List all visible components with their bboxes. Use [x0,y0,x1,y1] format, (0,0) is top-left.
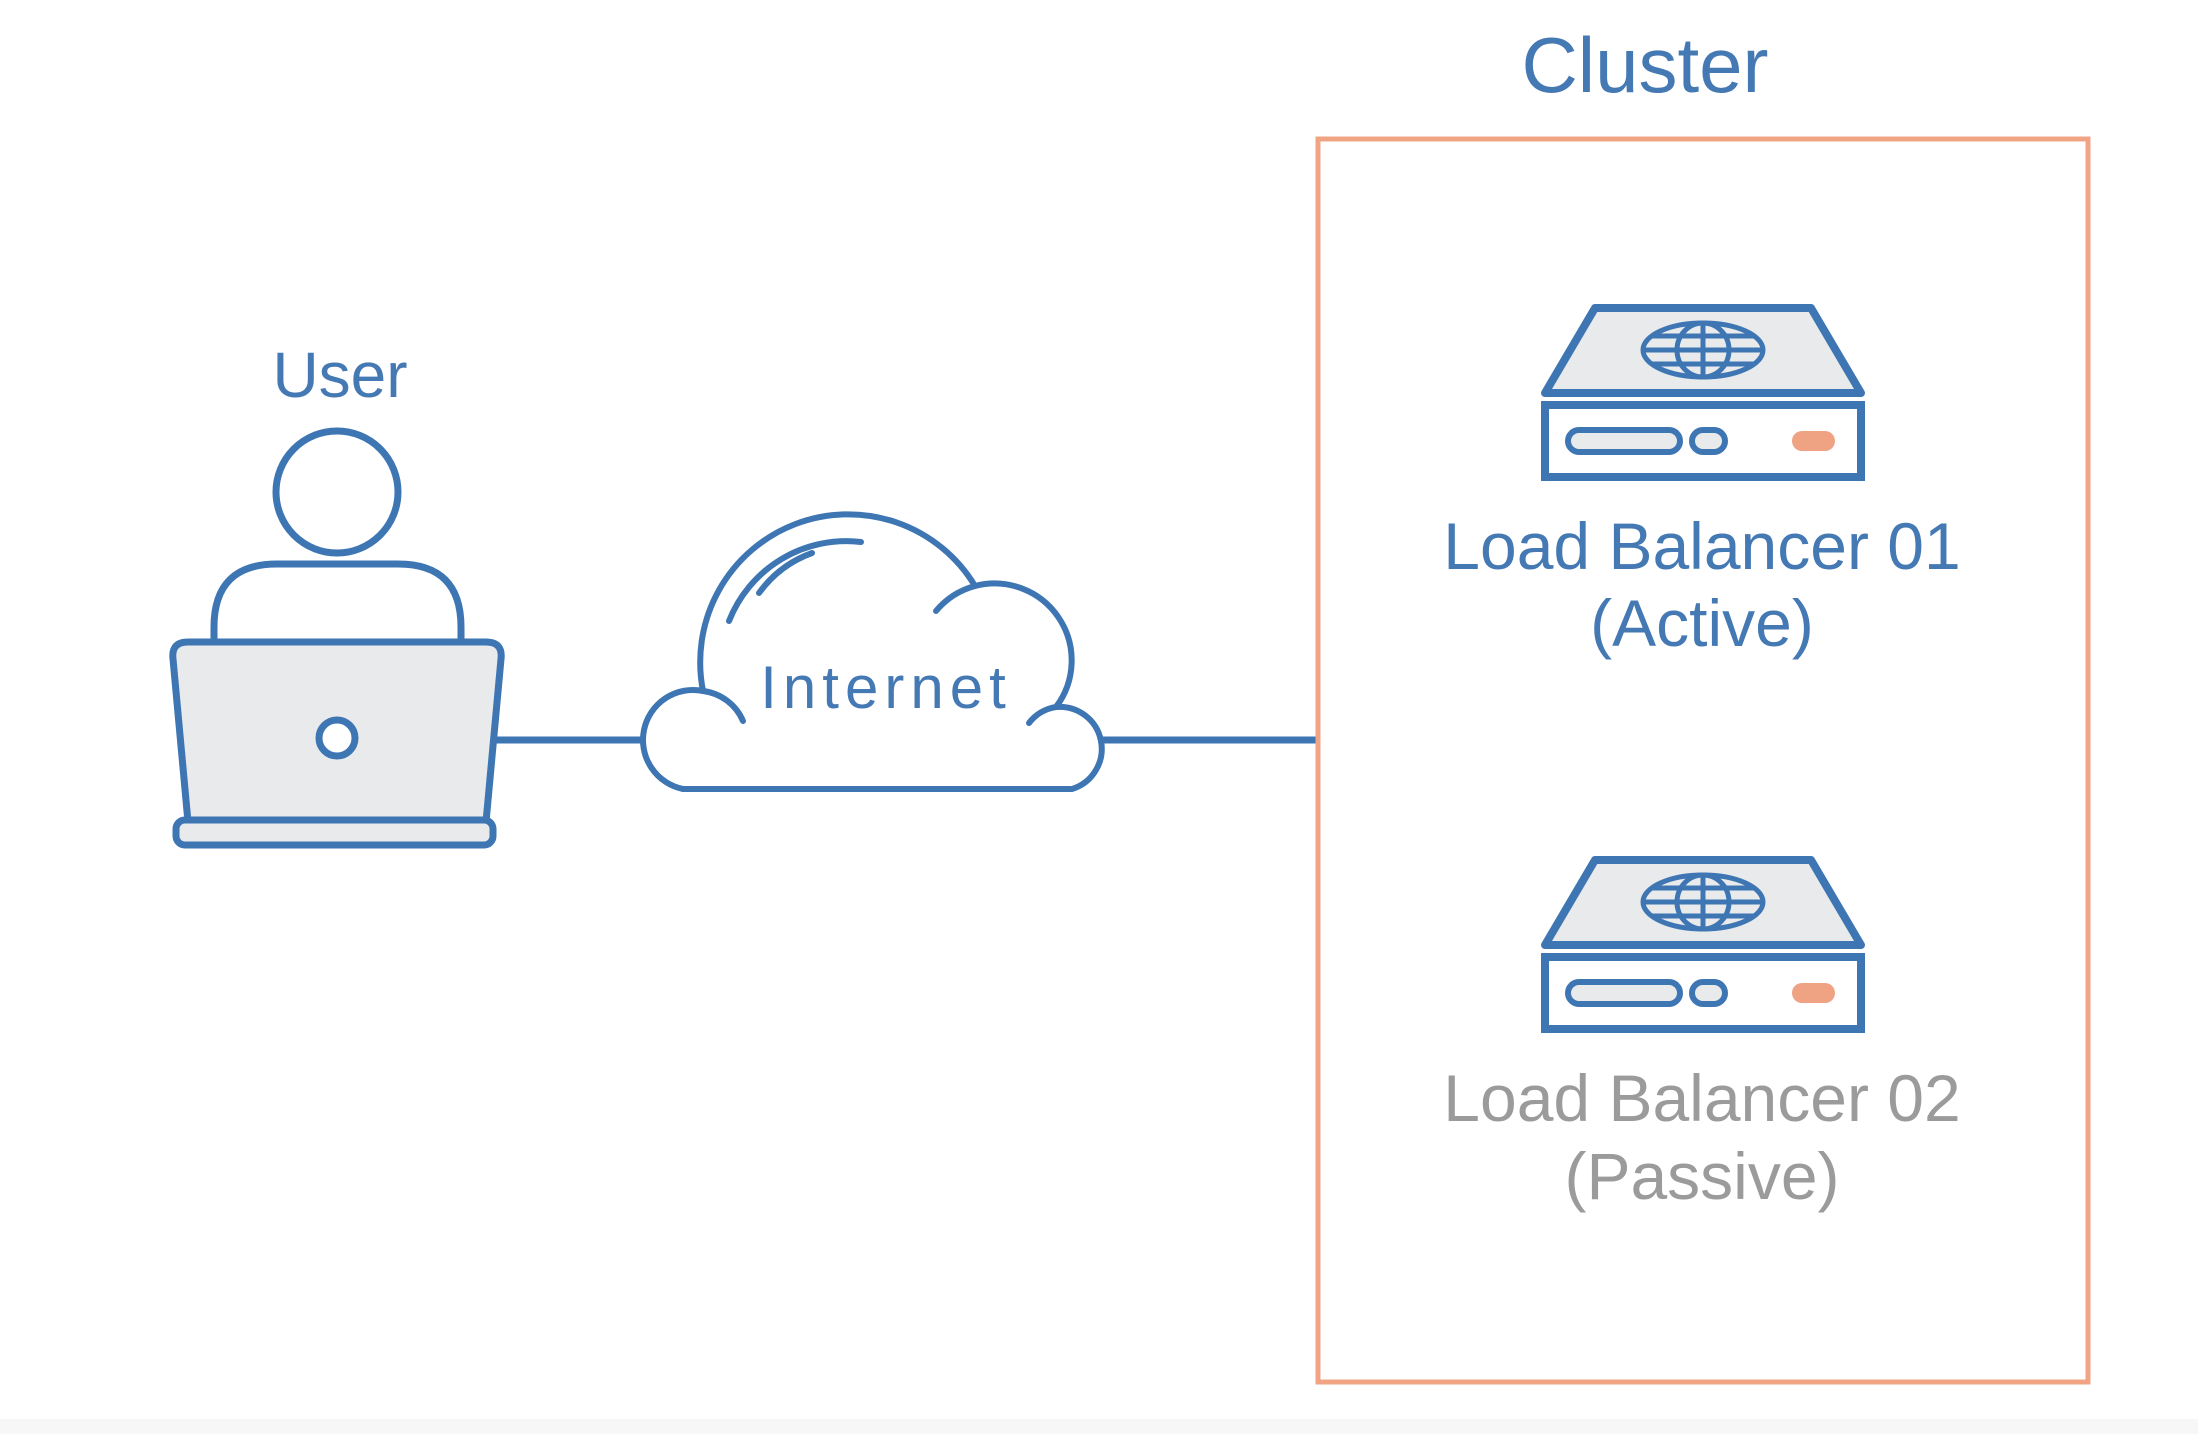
internet-label: Internet [760,654,1011,721]
cloud-shine-outer [726,538,864,624]
footer-strip [0,1419,2198,1434]
load-balancer-01-name: Load Balancer 01 [1443,509,1960,583]
laptop-logo [315,716,359,760]
user-head [272,427,402,557]
cloud-curl-right-bottom [1026,704,1059,726]
cluster-box [1315,136,2091,1385]
cloud-curl-right-top [933,583,978,614]
user-label: User [272,339,407,411]
user-shoulders [210,560,465,660]
internet-cloud-icon [640,511,1105,792]
load-balancer-01-icon [1545,308,1861,477]
load-balancer-02-state: (Passive) [1564,1139,1839,1213]
cloud-curl-left [700,688,746,724]
cluster-title: Cluster [1521,21,1768,109]
laptop-base [172,816,497,849]
cloud-outline [640,511,1105,792]
cloud-shine-inner [756,550,815,596]
load-balancer-02-name: Load Balancer 02 [1443,1061,1960,1135]
user-icon [169,427,505,849]
load-balancer-01-state: (Active) [1590,586,1814,660]
load-balancer-02-icon [1545,860,1861,1029]
